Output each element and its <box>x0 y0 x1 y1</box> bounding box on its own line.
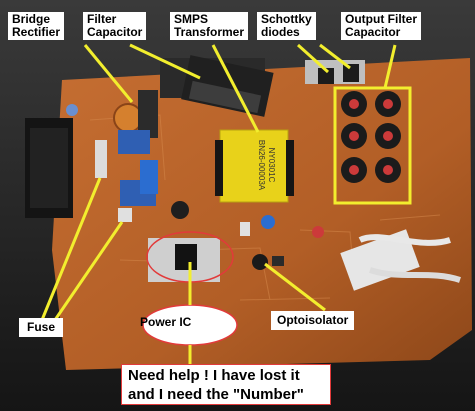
arrow-filter-capacitor <box>129 43 201 80</box>
power-ic-package <box>175 244 197 270</box>
ac-input-connector-face <box>30 128 68 208</box>
bridge-rectifier-block <box>138 90 158 138</box>
output-capacitor-group <box>341 91 401 183</box>
x-capacitor-1 <box>118 130 150 154</box>
help-note-line-1: Need help ! I have lost it <box>128 367 300 384</box>
arrow-bridge-rectifier <box>83 44 134 103</box>
label-filter-capacitor: Filter Capacitor <box>83 12 147 40</box>
output-wires-2 <box>369 267 461 283</box>
transformer-code-2: NY0301C <box>267 148 276 183</box>
smps-transformer <box>219 129 289 203</box>
arrow-schottky-diode-1 <box>296 43 330 74</box>
arrow-fuse-2 <box>53 221 124 321</box>
optoisolator-component <box>252 254 268 270</box>
arrow-fuse-1 <box>40 177 102 321</box>
transformer-code-1: BN26-00003A <box>257 140 266 191</box>
help-note: Need help ! I have lost it and I need th… <box>121 364 331 405</box>
label-power-ic: Power IC <box>140 315 192 329</box>
label-smps-transformer: SMPS Transformer <box>170 12 249 40</box>
small-white-part-2 <box>240 222 250 236</box>
small-red-part <box>312 226 324 238</box>
fuse-component <box>95 140 107 178</box>
schottky-diode-2 <box>343 64 359 82</box>
callout-arrows <box>40 43 397 364</box>
small-ceramic-cap <box>66 104 78 116</box>
help-note-line-2: and I need the "Number" <box>128 386 304 403</box>
small-electrolytic-1 <box>171 201 189 219</box>
small-blue-cap <box>261 215 275 229</box>
small-white-part <box>118 208 132 222</box>
arrow-output-capacitor <box>383 44 397 89</box>
label-bridge-rectifier: Bridge Rectifier <box>8 12 65 40</box>
transformer-core-left <box>215 140 223 196</box>
schottky-diode-1 <box>318 68 334 84</box>
output-wires <box>358 234 451 246</box>
output-wire-connector <box>340 229 420 291</box>
transformer-core-right <box>286 140 294 196</box>
label-fuse: Fuse <box>19 318 64 337</box>
arrow-smps-transformer <box>211 44 260 133</box>
output-capacitor-highlight-box <box>333 86 412 205</box>
label-schottky-diodes: Schottky diodes <box>257 12 316 40</box>
label-output-filter-capacitor: Output Filter Capacitor <box>341 12 421 40</box>
arrow-schottky-diode-2 <box>319 43 351 70</box>
arrow-optoisolator <box>264 262 326 312</box>
optoisolator-body <box>272 256 284 266</box>
bridge-rectifier-component <box>113 103 143 133</box>
label-optoisolator: Optoisolator <box>271 311 355 330</box>
x-capacitor-3 <box>140 160 158 194</box>
